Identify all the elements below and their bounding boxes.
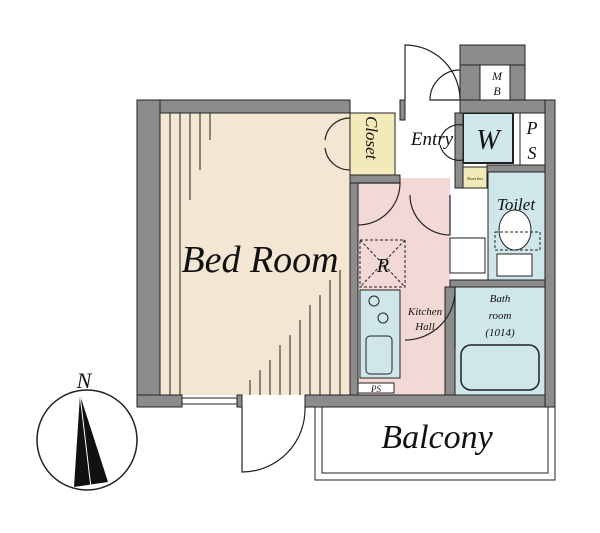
bedroom-label: Bed Room: [181, 239, 338, 281]
shoes-box-label: Shoes box: [467, 176, 483, 181]
kitchen-sink: [365, 335, 393, 375]
door-swings: [241, 44, 464, 473]
bathtub: [460, 344, 540, 391]
bath-label-3: (1014): [485, 327, 515, 339]
bath-label-2: room: [489, 310, 512, 322]
bedroom-floor-hatching: [169, 113, 341, 395]
stove-burner: [377, 312, 389, 324]
bath-label-1: Bath: [490, 293, 511, 305]
mb-label-bottom: B: [493, 84, 501, 98]
entry-label: Entry: [410, 129, 454, 150]
stove-burner: [368, 295, 380, 307]
north-compass: N: [36, 368, 138, 491]
balcony-label: Balcony: [381, 419, 493, 456]
closet-area: [349, 112, 396, 176]
kitchen-ps-label: PS: [370, 384, 381, 394]
balcony-area: [314, 406, 556, 481]
walls: [136, 44, 556, 408]
washer-label: W: [476, 125, 502, 156]
fridge-space: [359, 239, 406, 288]
ps-label-bottom: S: [528, 143, 537, 163]
washer-space: [462, 112, 514, 164]
toilet-bowl: [498, 209, 532, 251]
fridge-label: R: [376, 255, 389, 277]
toilet-label: Toilet: [497, 195, 536, 214]
ps-label-top: P: [526, 118, 538, 138]
mb-meter-box: [479, 64, 511, 101]
washbasin: [449, 237, 486, 274]
kitchen-hall-label-1: Kitchen: [407, 306, 443, 318]
mb-label-top: M: [491, 69, 503, 83]
kitchen-counter: [359, 289, 401, 379]
kitchen-hall-label-2: Hall: [414, 321, 435, 333]
compass-north-label: N: [76, 368, 93, 393]
closet-label: Closet: [362, 116, 381, 161]
